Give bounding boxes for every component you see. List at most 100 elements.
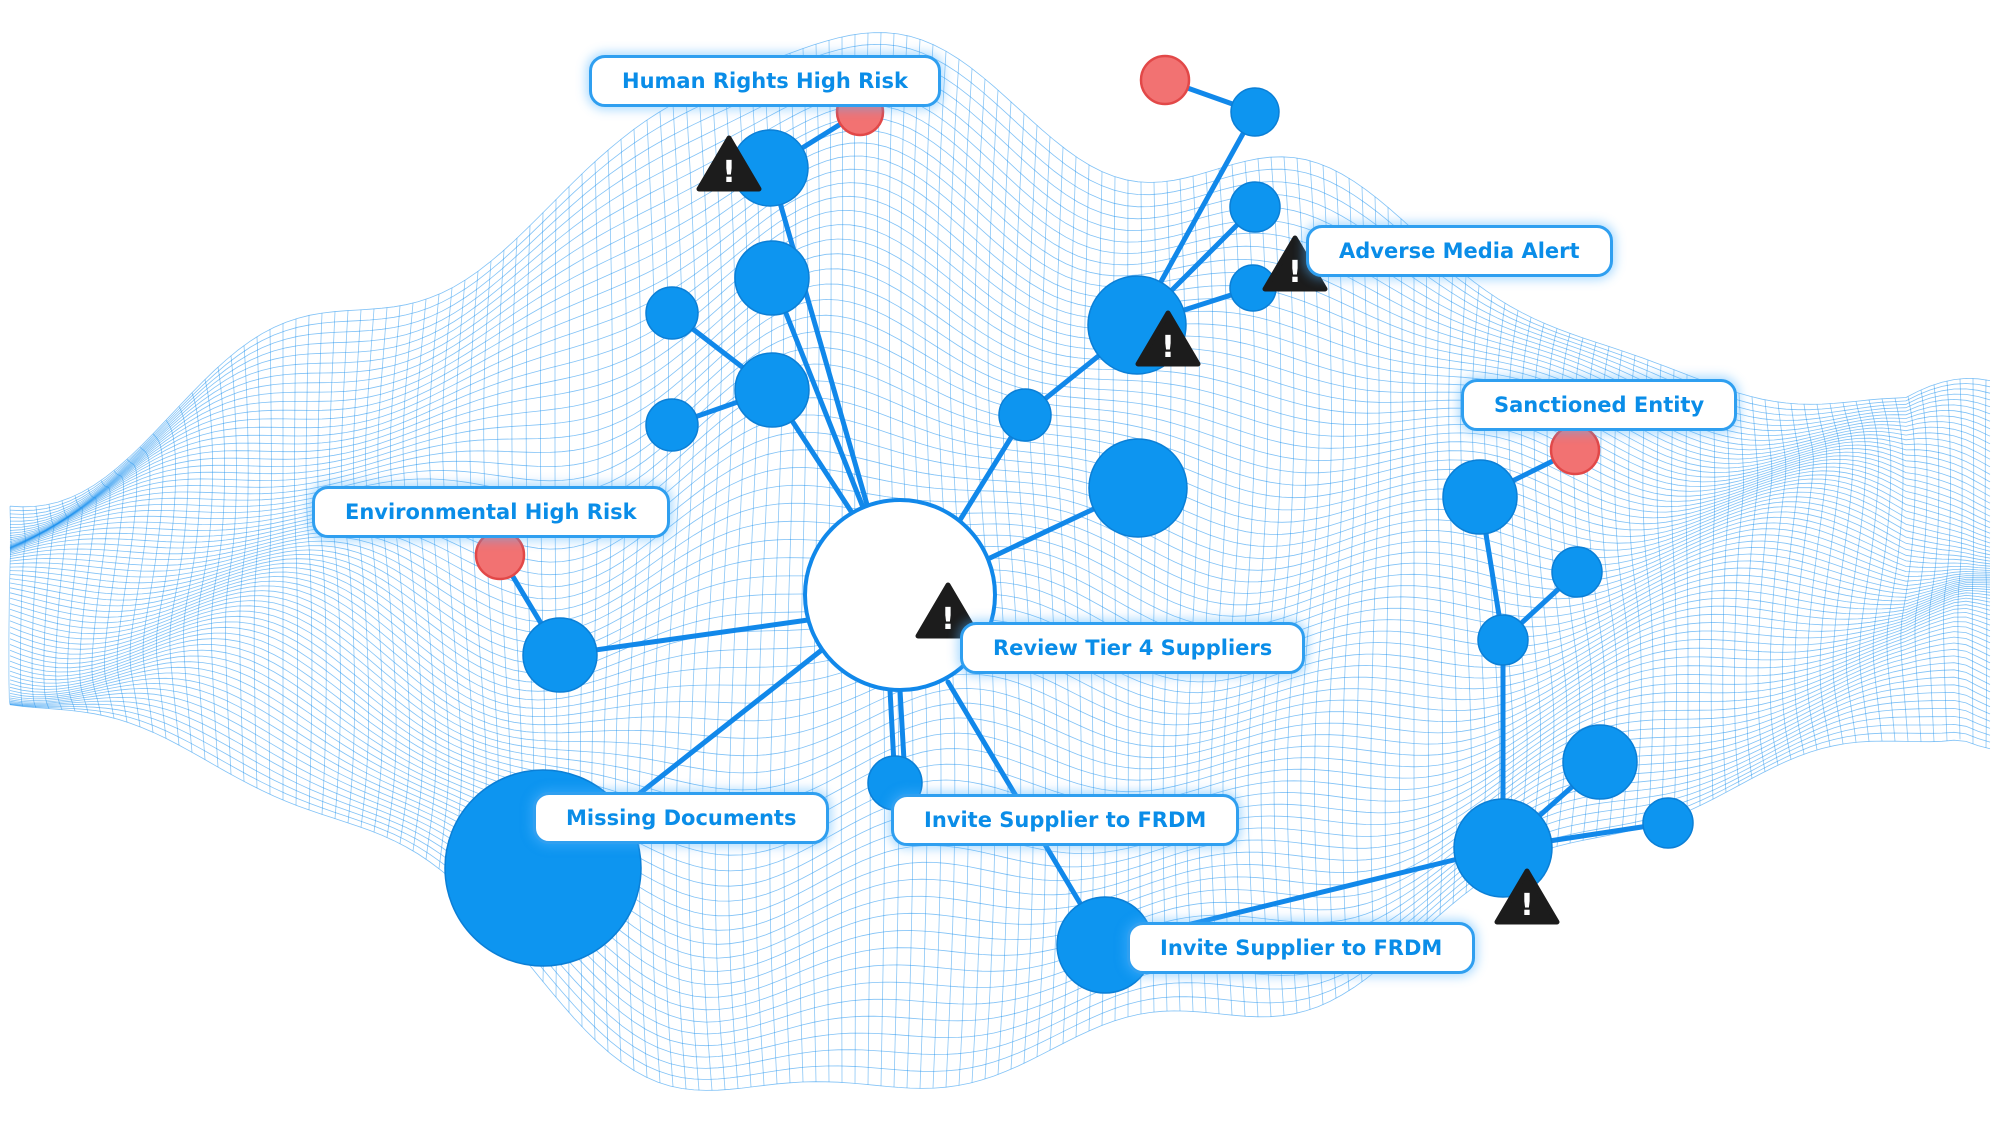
mesh-line bbox=[1370, 196, 1380, 972]
mesh-line bbox=[8, 506, 12, 705]
warning-icons: ! ! ! ! ! bbox=[696, 135, 1560, 925]
mesh-line bbox=[1055, 147, 1071, 1044]
mesh-line bbox=[701, 84, 723, 1091]
mesh-line bbox=[116, 459, 138, 723]
mesh-line bbox=[1356, 186, 1368, 982]
label-invite-supplier-to-frdm-2[interactable]: Invite Supplier to FRDM bbox=[1127, 922, 1476, 974]
mesh-line bbox=[43, 504, 55, 709]
mesh-line bbox=[353, 309, 369, 828]
mesh-line bbox=[9, 703, 1991, 1069]
supplier-node-right-upper[interactable] bbox=[1551, 546, 1603, 598]
mesh-line bbox=[129, 446, 151, 727]
alert-node-sanctioned[interactable] bbox=[1549, 424, 1601, 476]
mesh-line bbox=[253, 336, 261, 789]
label-missing-documents[interactable]: Missing Documents bbox=[533, 792, 830, 844]
mesh-line bbox=[1186, 175, 1200, 1012]
mesh-line bbox=[169, 406, 189, 746]
mesh-line bbox=[9, 209, 1991, 545]
supplier-node-left-small-b[interactable] bbox=[645, 398, 699, 452]
warning-triangle-icon: ! bbox=[696, 135, 762, 192]
mesh-line bbox=[688, 90, 710, 1091]
supplier-node-right-lower-a[interactable] bbox=[1562, 724, 1638, 800]
mesh-line bbox=[9, 616, 1991, 856]
mesh-line bbox=[1722, 389, 1730, 793]
mesh-line bbox=[1384, 207, 1392, 962]
mesh-line bbox=[1685, 374, 1689, 812]
mesh-line bbox=[183, 392, 201, 753]
mesh-line bbox=[9, 43, 1991, 512]
mesh-line bbox=[9, 704, 1991, 1091]
alert-node-environmental[interactable] bbox=[474, 529, 526, 581]
mesh-line bbox=[9, 547, 1990, 655]
supplier-node-adverse-chain[interactable] bbox=[998, 388, 1052, 442]
mesh-line bbox=[1399, 218, 1403, 950]
mesh-line bbox=[9, 642, 1991, 931]
supplier-node-right-mid[interactable] bbox=[1477, 614, 1529, 666]
supplier-node-left-cluster[interactable] bbox=[734, 352, 810, 428]
mesh-line bbox=[1769, 401, 1787, 766]
mesh-line bbox=[329, 311, 341, 819]
svg-text:!: ! bbox=[1288, 255, 1302, 290]
mesh-line bbox=[1928, 384, 1940, 742]
warning-triangle-icon: ! bbox=[1494, 868, 1560, 925]
mesh-line bbox=[9, 655, 1991, 959]
mesh-line bbox=[1984, 379, 1988, 748]
mesh-line bbox=[1041, 136, 1059, 1051]
mesh-line bbox=[651, 111, 669, 1083]
edge-hub-to-human-rights bbox=[767, 165, 873, 518]
supplier-node-right-lower-hub[interactable] bbox=[1453, 798, 1553, 898]
mesh-line bbox=[1328, 170, 1344, 999]
mesh-line bbox=[67, 495, 83, 712]
mesh-line bbox=[1472, 285, 1486, 884]
mesh-line bbox=[1642, 359, 1654, 826]
mesh-line bbox=[9, 540, 1991, 644]
supplier-node-adverse-top[interactable] bbox=[1230, 87, 1280, 137]
mesh-line bbox=[1943, 380, 1951, 741]
svg-text:!: ! bbox=[1520, 888, 1534, 923]
supplier-node-environmental[interactable] bbox=[522, 617, 598, 693]
central-hub-node[interactable] bbox=[803, 498, 997, 692]
label-invite-supplier-to-frdm-1[interactable]: Invite Supplier to FRDM bbox=[891, 794, 1240, 846]
mesh-line bbox=[1656, 364, 1666, 822]
mesh-line bbox=[1872, 398, 1892, 742]
mesh-line bbox=[1806, 404, 1828, 750]
label-adverse-media-alert[interactable]: Adverse Media Alert bbox=[1306, 225, 1613, 277]
supplier-node-adverse-mid[interactable] bbox=[1229, 181, 1281, 233]
mesh-line bbox=[91, 480, 111, 716]
mesh-line bbox=[1782, 403, 1800, 760]
mesh-line bbox=[239, 345, 249, 782]
mesh-line bbox=[1436, 253, 1444, 915]
mesh-line bbox=[1859, 399, 1879, 742]
supplier-node-right-lower-b[interactable] bbox=[1642, 797, 1694, 849]
mesh-line bbox=[797, 48, 809, 1083]
mesh-line bbox=[9, 129, 1991, 534]
edge-hub-to-upper-left-node bbox=[769, 275, 871, 523]
warning-triangle-icon: ! bbox=[915, 582, 981, 639]
mesh-line bbox=[9, 168, 1991, 541]
label-human-rights-high-risk[interactable]: Human Rights High Risk bbox=[589, 55, 941, 107]
mesh-line bbox=[1028, 125, 1046, 1057]
svg-text:!: ! bbox=[1161, 330, 1175, 365]
label-sanctioned-entity[interactable]: Sanctioned Entity bbox=[1461, 379, 1738, 431]
mesh-line bbox=[9, 32, 1991, 508]
supplier-node-upper-left[interactable] bbox=[734, 240, 810, 316]
mesh-line bbox=[9, 692, 1991, 1023]
mesh-line bbox=[9, 155, 1991, 539]
mesh-line bbox=[1957, 378, 1963, 740]
mesh-line bbox=[9, 571, 1991, 701]
mesh-line bbox=[365, 308, 383, 833]
mesh-line bbox=[1832, 402, 1854, 745]
supplier-node-left-small-a[interactable] bbox=[645, 286, 699, 340]
label-environmental-high-risk[interactable]: Environmental High Risk bbox=[312, 486, 670, 538]
supplier-node-right-of-hub[interactable] bbox=[1088, 438, 1188, 538]
label-review-tier-4-suppliers[interactable]: Review Tier 4 Suppliers bbox=[960, 622, 1306, 674]
mesh-line bbox=[1069, 156, 1083, 1038]
alert-node-adverse-media[interactable] bbox=[1139, 54, 1191, 106]
mesh-line bbox=[728, 73, 748, 1089]
mesh-line bbox=[1521, 317, 1541, 855]
supplier-node-sanctioned[interactable] bbox=[1442, 459, 1518, 535]
mesh-line bbox=[1971, 378, 1975, 745]
mesh-line bbox=[9, 636, 1991, 917]
mesh-line bbox=[9, 594, 1991, 757]
mesh-line bbox=[987, 90, 1009, 1075]
